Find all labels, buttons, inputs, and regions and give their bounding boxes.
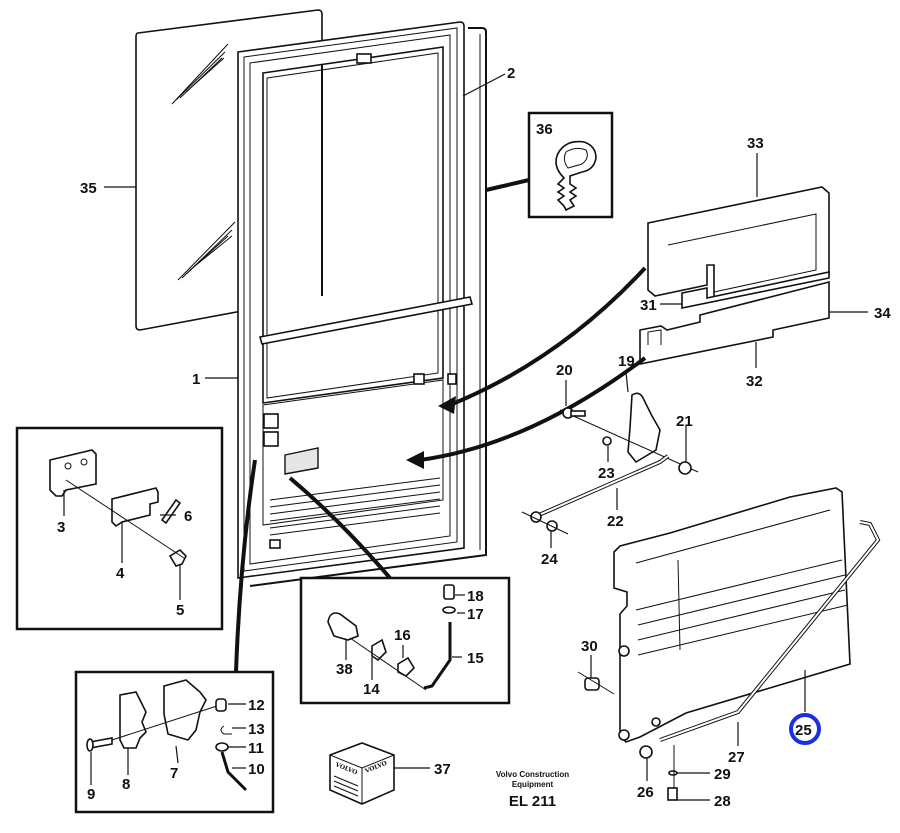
label-33[interactable]: 33 bbox=[747, 135, 764, 152]
label-38[interactable]: 38 bbox=[336, 661, 353, 678]
label-24[interactable]: 24 bbox=[541, 551, 558, 568]
label-28[interactable]: 28 bbox=[714, 793, 731, 810]
label-16[interactable]: 16 bbox=[394, 627, 411, 644]
label-13[interactable]: 13 bbox=[248, 721, 265, 738]
label-26[interactable]: 26 bbox=[637, 784, 654, 801]
label-10[interactable]: 10 bbox=[248, 761, 265, 778]
brand-line-2: Equipment bbox=[511, 780, 554, 789]
lock-inset bbox=[74, 670, 275, 814]
label-29[interactable]: 29 bbox=[714, 766, 731, 783]
brand-line-1: Volvo Construction bbox=[495, 770, 570, 779]
trim-panels bbox=[406, 186, 830, 469]
label-9[interactable]: 9 bbox=[87, 786, 95, 803]
label-27[interactable]: 27 bbox=[728, 749, 745, 766]
label-12[interactable]: 12 bbox=[248, 697, 265, 714]
label-18[interactable]: 18 bbox=[467, 588, 484, 605]
lower-panel-assembly bbox=[577, 487, 881, 801]
label-11[interactable]: 11 bbox=[248, 740, 264, 757]
linkage-parts bbox=[521, 392, 699, 535]
label-8[interactable]: 8 bbox=[122, 776, 130, 793]
volvo-kit-box: VOLVO VOLVO bbox=[329, 742, 395, 805]
label-34[interactable]: 34 bbox=[874, 305, 891, 322]
highlight-circle-25[interactable] bbox=[789, 713, 821, 745]
label-15[interactable]: 15 bbox=[467, 650, 484, 667]
label-3[interactable]: 3 bbox=[57, 519, 65, 536]
label-37[interactable]: 37 bbox=[434, 761, 451, 778]
leader-lines bbox=[63, 73, 868, 801]
label-7[interactable]: 7 bbox=[170, 765, 178, 782]
label-6[interactable]: 6 bbox=[184, 508, 192, 525]
label-2[interactable]: 2 bbox=[507, 65, 515, 82]
label-1[interactable]: 1 bbox=[192, 371, 200, 388]
door-frame bbox=[237, 21, 474, 579]
hinge-inset bbox=[15, 426, 224, 631]
label-14[interactable]: 14 bbox=[363, 681, 380, 698]
label-23[interactable]: 23 bbox=[598, 465, 615, 482]
label-31[interactable]: 31 bbox=[640, 297, 657, 314]
label-36[interactable]: 36 bbox=[536, 121, 553, 138]
part-labels: 35 1 2 36 33 31 34 32 19 20 21 23 22 24 … bbox=[57, 65, 891, 810]
label-32[interactable]: 32 bbox=[746, 373, 763, 390]
label-25[interactable]: 25 bbox=[795, 722, 812, 739]
label-21[interactable]: 21 bbox=[676, 413, 693, 430]
label-30[interactable]: 30 bbox=[581, 638, 598, 655]
diagram-code: EL 211 bbox=[508, 793, 557, 810]
label-19[interactable]: 19 bbox=[618, 353, 635, 370]
label-35[interactable]: 35 bbox=[80, 180, 97, 197]
label-4[interactable]: 4 bbox=[116, 565, 125, 582]
label-5[interactable]: 5 bbox=[176, 602, 184, 619]
label-22[interactable]: 22 bbox=[607, 513, 624, 530]
door-seal bbox=[249, 27, 487, 587]
label-20[interactable]: 20 bbox=[556, 362, 573, 379]
label-17[interactable]: 17 bbox=[467, 606, 484, 623]
seal-profile-inset bbox=[485, 111, 614, 219]
diagram-footer: Volvo Construction Equipment EL 211 bbox=[470, 770, 595, 810]
handle-inset bbox=[299, 576, 511, 705]
